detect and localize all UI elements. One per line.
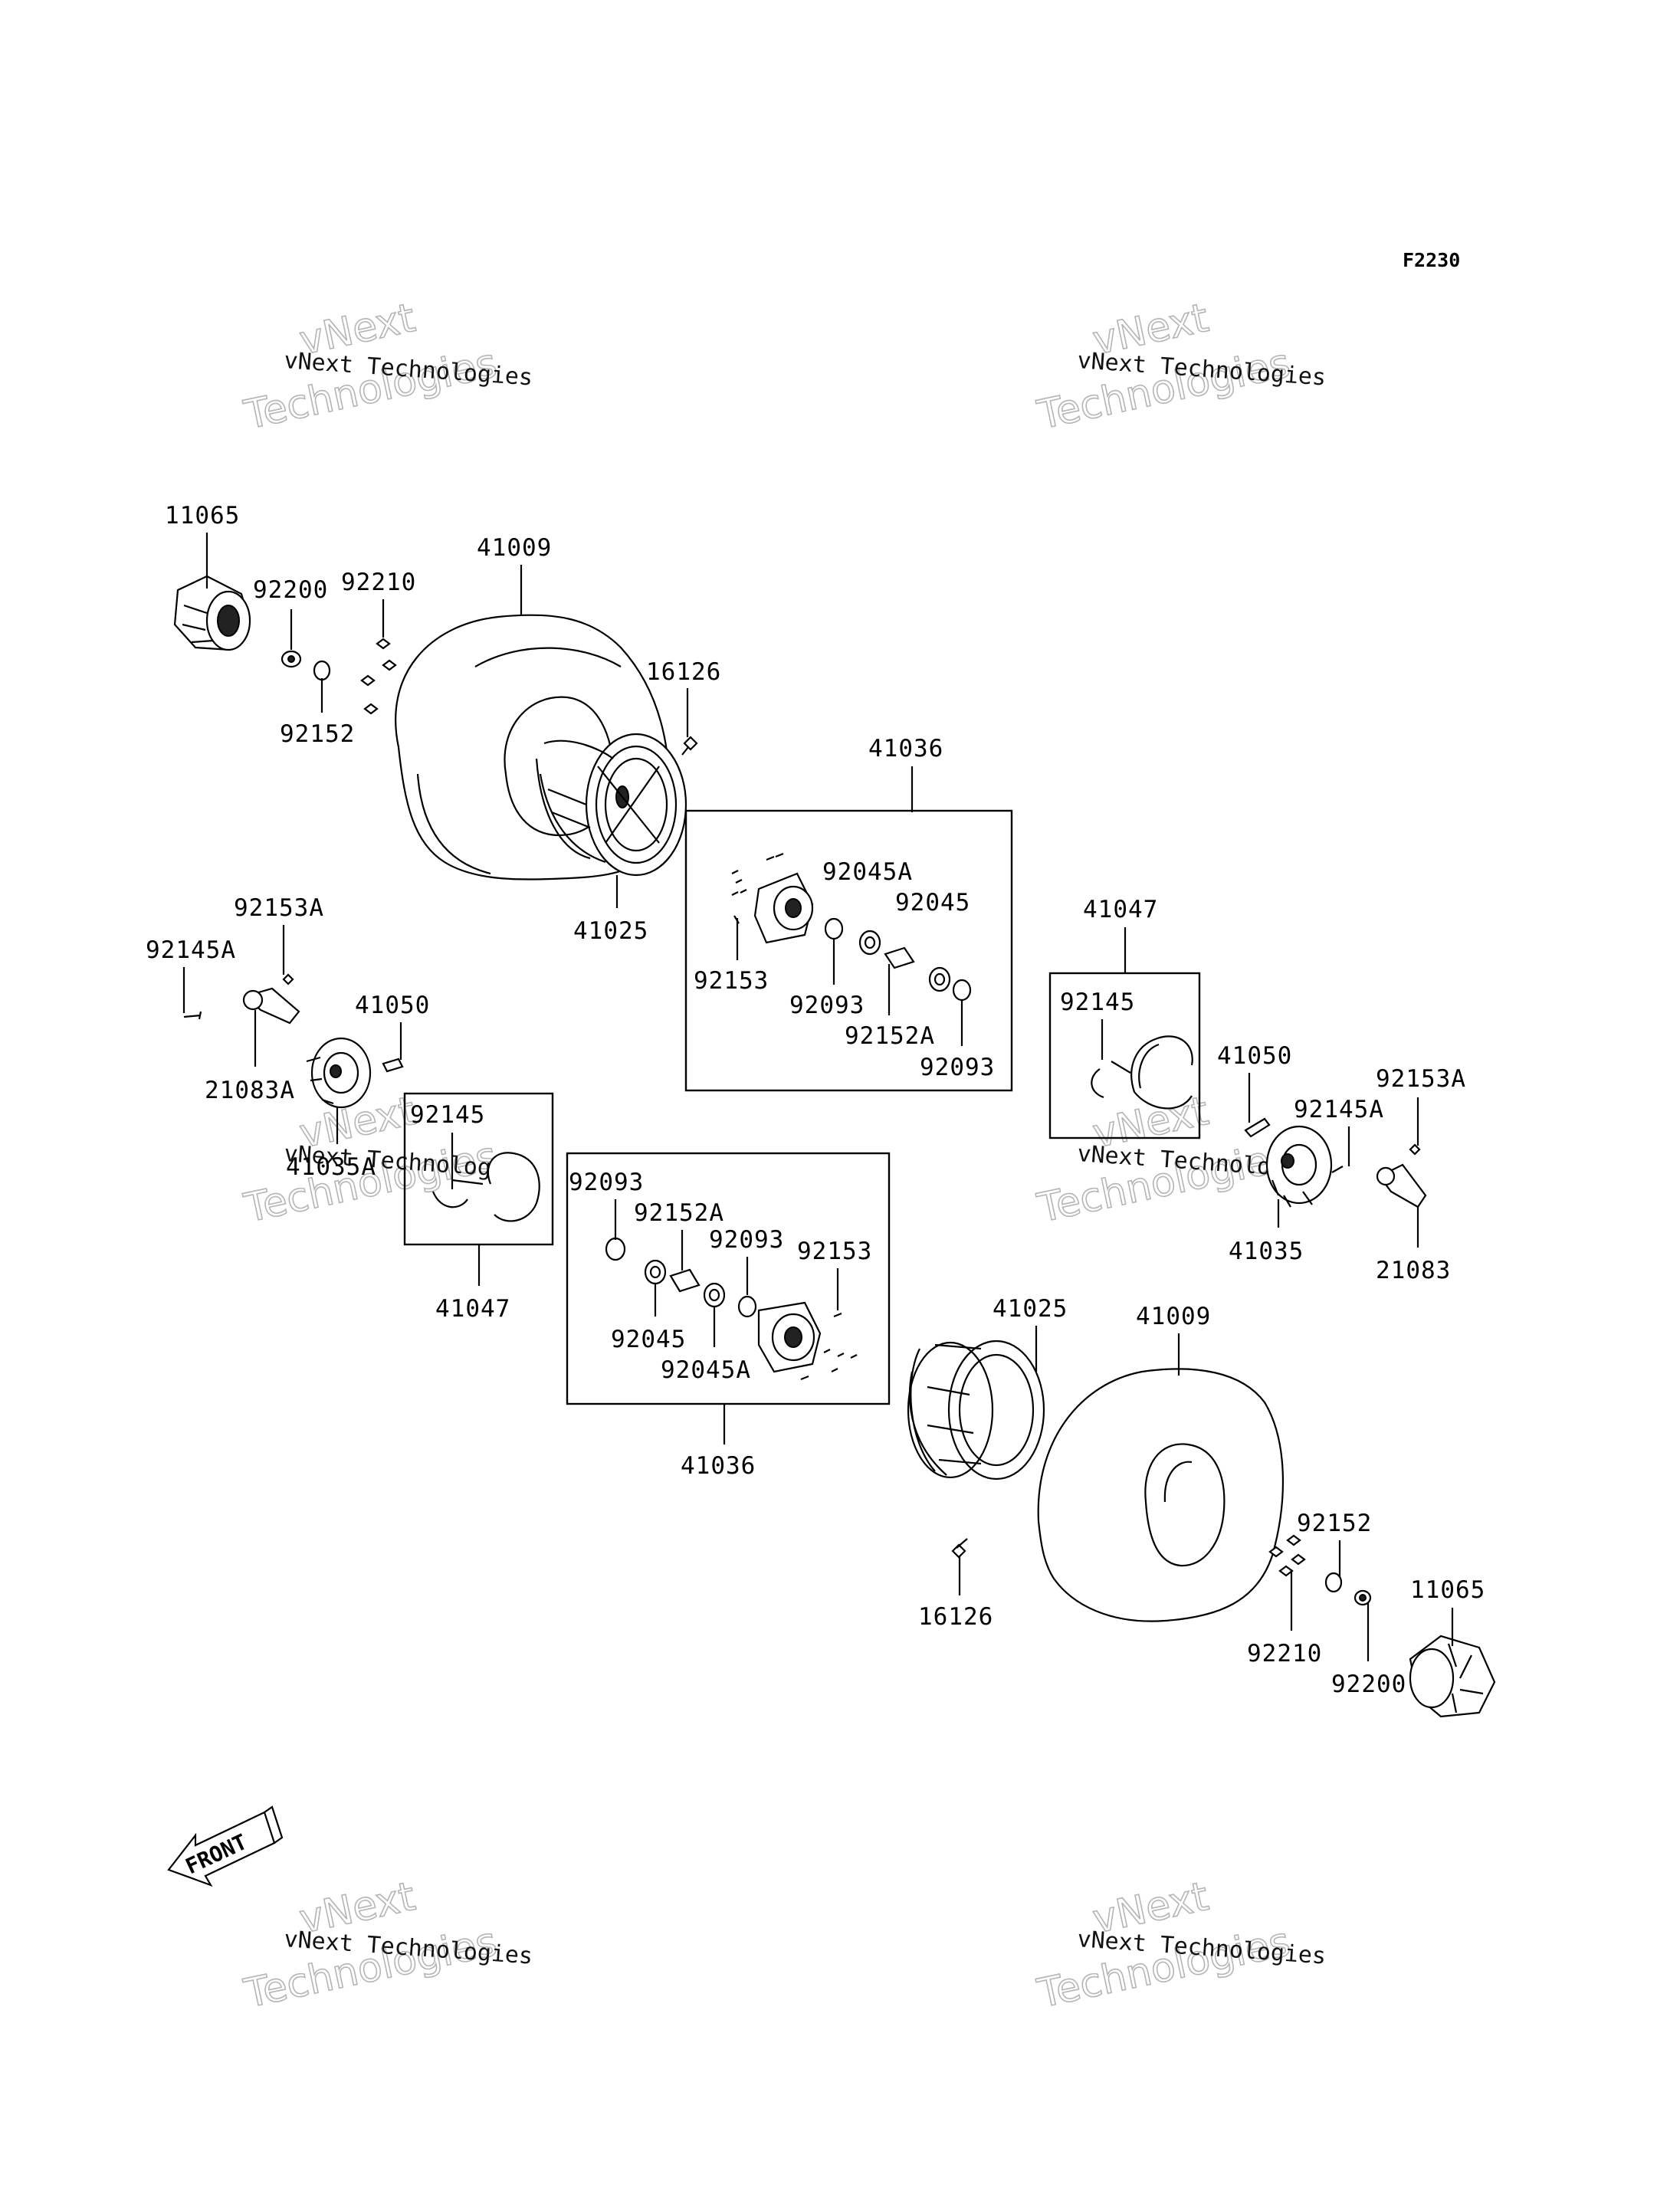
part-callout-label: 92093 [709, 1226, 784, 1254]
brake-shoe-left [431, 1152, 540, 1222]
rim-bottom-right [907, 1340, 1045, 1559]
brake-panel-left [306, 1037, 404, 1109]
part-callout-label: 92152A [845, 1022, 935, 1050]
lug-parts-top-left [281, 638, 397, 715]
part-callout-label: 92045A [661, 1356, 751, 1384]
kit-box-upper [684, 809, 1013, 1092]
part-callout-label: 41035 [1229, 1238, 1304, 1265]
part-callout-label: 41047 [435, 1295, 510, 1323]
part-callout-label: 92152 [280, 720, 355, 748]
part-callout-label: 16126 [918, 1603, 993, 1631]
part-callout-label: 92093 [920, 1054, 995, 1081]
part-callout-label: 21083A [205, 1077, 295, 1104]
brake-box-left [403, 1092, 554, 1246]
front-direction-arrow: FRONT [167, 1805, 284, 1887]
part-callout-label: 92093 [789, 992, 865, 1019]
part-callout-label: 92145 [1060, 989, 1135, 1016]
brake-shoe-right [1091, 1035, 1193, 1110]
rim-top-left [535, 733, 698, 877]
part-callout-label: 41025 [993, 1295, 1068, 1323]
part-callout-label: 92152A [634, 1199, 724, 1227]
hub-kit-upper-parts [731, 852, 972, 1002]
kit-box-lower [566, 1152, 891, 1405]
figure-code: F2230 [1403, 249, 1460, 271]
part-callout-label: 92153A [234, 894, 324, 922]
part-callout-label: 92210 [341, 569, 416, 596]
part-callout-label: 92145 [410, 1101, 485, 1129]
part-callout-label: 92045A [822, 858, 913, 886]
part-callout-label: 41036 [868, 735, 943, 762]
part-callout-label: 92045 [611, 1326, 686, 1353]
brake-arm-right [1331, 1143, 1427, 1208]
part-callout-label: 41035A [286, 1153, 376, 1181]
part-callout-label: 41047 [1083, 896, 1158, 923]
part-callout-label: 92145A [1294, 1096, 1384, 1123]
part-callout-label: 92145A [146, 936, 236, 964]
part-callout-label: 41036 [681, 1452, 756, 1480]
part-callout-label: 92210 [1247, 1640, 1322, 1667]
part-callout-label: 92200 [1331, 1671, 1406, 1698]
part-callout-label: 11065 [1410, 1576, 1485, 1604]
part-callout-label: 41009 [477, 534, 552, 562]
part-callout-label: 11065 [165, 502, 240, 530]
part-callout-label: 41050 [1217, 1042, 1292, 1070]
part-callout-label: 92153 [797, 1238, 872, 1265]
part-callout-label: 16126 [646, 658, 721, 686]
brake-arm-left [183, 973, 300, 1025]
tire-bottom-right [1037, 1368, 1285, 1622]
part-callout-label: 41050 [355, 992, 430, 1019]
part-callout-label: 92153A [1376, 1065, 1466, 1093]
brake-panel-right [1244, 1117, 1333, 1208]
hub-cap-top-left [173, 575, 251, 651]
part-callout-label: 92093 [569, 1169, 644, 1196]
hub-kit-lower-parts [605, 1237, 858, 1381]
part-callout-label: 41009 [1136, 1303, 1211, 1330]
part-callout-label: 21083 [1376, 1257, 1451, 1284]
hub-cap-bottom-right [1409, 1635, 1496, 1718]
part-callout-label: 92153 [694, 967, 769, 995]
part-callout-label: 92200 [253, 576, 328, 604]
part-callout-label: 41025 [573, 917, 648, 945]
part-callout-label: 92045 [895, 889, 970, 917]
part-callout-label: 92152 [1297, 1510, 1372, 1537]
callout-layer: 11065 92200 92210 41009 16126 92152 41025 41036… [146, 502, 1485, 1698]
lug-parts-bottom-right [1268, 1534, 1372, 1606]
